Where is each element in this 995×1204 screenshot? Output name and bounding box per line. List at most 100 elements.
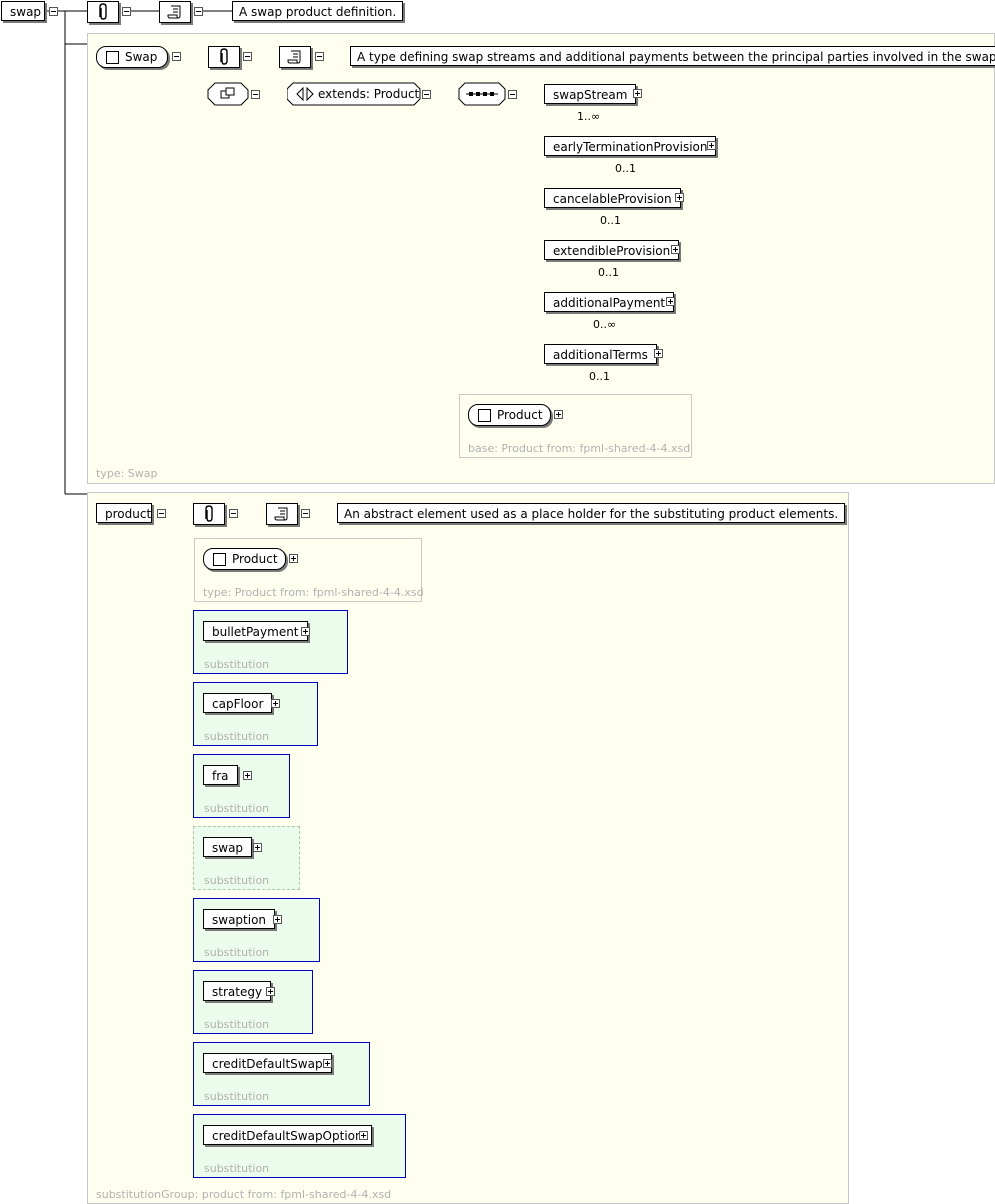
- substitution-element[interactable]: creditDefaultSwapOption: [203, 1125, 372, 1145]
- product-type[interactable]: Product: [203, 548, 286, 570]
- cardinality: 0..1: [598, 266, 619, 279]
- cardinality: 1..∞: [577, 110, 601, 123]
- root-element-swap[interactable]: swap: [1, 1, 45, 21]
- element-label: swap: [212, 841, 244, 855]
- product-documentation-collapse-toggle[interactable]: [301, 509, 310, 518]
- complex-type-icon: [213, 553, 226, 566]
- sequence-compositor-icon[interactable]: [458, 82, 506, 106]
- expand-toggle[interactable]: [243, 771, 252, 780]
- paperclip-icon[interactable]: [193, 503, 225, 525]
- product-label: product: [105, 507, 152, 521]
- complex-type-icon: [106, 51, 119, 64]
- element-label: bulletPayment: [212, 625, 299, 639]
- expand-toggle[interactable]: [707, 141, 716, 150]
- swap-attachment-collapse-toggle[interactable]: [243, 52, 252, 61]
- element-extendibleProvision[interactable]: extendibleProvision: [544, 240, 680, 260]
- substitution-footer: substitution: [204, 802, 270, 815]
- complex-content-collapse-toggle[interactable]: [251, 90, 260, 99]
- extension-icon: [296, 87, 314, 101]
- sequence-collapse-toggle[interactable]: [508, 90, 517, 99]
- product-footer: substitutionGroup: product from: fpml-sh…: [96, 1188, 392, 1201]
- substitution-panel: substitution: [193, 1114, 406, 1178]
- element-label: cancelableProvision: [553, 192, 672, 206]
- root-element-label: swap: [10, 5, 42, 19]
- swap-type-footer: type: Swap: [96, 467, 158, 480]
- expand-toggle[interactable]: [266, 987, 275, 996]
- substitution-panel: substitution: [193, 1042, 370, 1106]
- substitution-panel: substitution: [193, 682, 318, 746]
- root-documentation: A swap product definition.: [232, 1, 404, 21]
- expand-toggle[interactable]: [301, 627, 310, 636]
- expand-toggle[interactable]: [633, 89, 642, 98]
- substitution-footer: substitution: [204, 1162, 270, 1175]
- root-collapse-toggle[interactable]: [49, 7, 58, 16]
- paperclip-icon[interactable]: [87, 1, 119, 23]
- element-label: capFloor: [212, 697, 264, 711]
- substitution-element[interactable]: swaption: [203, 909, 276, 929]
- expand-toggle[interactable]: [554, 410, 563, 419]
- element-label: swaption: [212, 913, 267, 927]
- substitution-footer: substitution: [204, 874, 270, 887]
- substitution-panel: substitution: [193, 610, 348, 674]
- element-swapStream[interactable]: swapStream: [544, 84, 637, 104]
- cardinality: 0..∞: [593, 318, 617, 331]
- substitution-footer: substitution: [204, 946, 270, 959]
- base-product-footer: base: Product from: fpml-shared-4-4.xsd: [468, 442, 691, 455]
- expand-toggle[interactable]: [666, 297, 675, 306]
- product-documentation-text: An abstract element used as a place hold…: [344, 507, 839, 521]
- scroll-icon[interactable]: [279, 46, 311, 68]
- base-product-label: Product: [497, 408, 543, 422]
- substitution-element[interactable]: creditDefaultSwap: [203, 1053, 332, 1073]
- expand-toggle[interactable]: [675, 193, 684, 202]
- element-additionalPayment[interactable]: additionalPayment: [544, 292, 675, 312]
- base-product-type[interactable]: Product: [468, 404, 551, 426]
- cardinality: 0..1: [589, 370, 610, 383]
- swap-type-documentation: A type defining swap streams and additio…: [350, 46, 995, 66]
- substitution-panel: substitution: [193, 898, 320, 962]
- expand-toggle[interactable]: [271, 699, 280, 708]
- product-type-footer: type: Product from: fpml-shared-4-4.xsd: [203, 586, 424, 599]
- substitution-element[interactable]: strategy: [203, 981, 272, 1001]
- complex-content-icon[interactable]: [207, 82, 249, 106]
- cardinality: 0..1: [615, 162, 636, 175]
- expand-toggle[interactable]: [323, 1059, 332, 1068]
- substitution-footer: substitution: [204, 658, 270, 671]
- attachment-collapse-toggle[interactable]: [122, 7, 131, 16]
- product-collapse-toggle[interactable]: [157, 509, 166, 518]
- substitution-panel: substitution: [193, 754, 290, 818]
- element-cancelableProvision[interactable]: cancelableProvision: [544, 188, 681, 208]
- substitution-element[interactable]: bulletPayment: [203, 621, 308, 641]
- paperclip-icon[interactable]: [208, 46, 240, 68]
- swap-type-collapse-toggle[interactable]: [172, 52, 181, 61]
- element-additionalTerms[interactable]: additionalTerms: [544, 344, 657, 364]
- element-label: additionalPayment: [553, 296, 666, 310]
- product-attachment-collapse-toggle[interactable]: [229, 509, 238, 518]
- element-label: earlyTerminationProvision: [553, 140, 708, 154]
- substitution-footer: substitution: [204, 730, 270, 743]
- swap-documentation-collapse-toggle[interactable]: [315, 52, 324, 61]
- extension-label: extends: Product: [318, 87, 420, 101]
- swap-type-documentation-text: A type defining swap streams and additio…: [357, 50, 995, 64]
- expand-toggle[interactable]: [289, 554, 298, 563]
- substitution-element[interactable]: fra: [203, 765, 238, 785]
- element-label: swapStream: [553, 88, 628, 102]
- expand-toggle[interactable]: [654, 349, 663, 358]
- element-label: creditDefaultSwapOption: [212, 1129, 363, 1143]
- extension-collapse-toggle[interactable]: [422, 90, 431, 99]
- expand-toggle[interactable]: [671, 245, 680, 254]
- product-documentation: An abstract element used as a place hold…: [337, 503, 846, 523]
- substitution-element[interactable]: capFloor: [203, 693, 273, 713]
- substitution-element[interactable]: swap: [203, 837, 253, 857]
- scroll-icon[interactable]: [159, 1, 191, 23]
- extension-box[interactable]: [287, 82, 421, 106]
- substitution-panel: substitution: [193, 826, 300, 890]
- documentation-collapse-toggle[interactable]: [194, 7, 203, 16]
- element-label: extendibleProvision: [553, 244, 671, 258]
- swap-complex-type[interactable]: Swap: [96, 46, 168, 68]
- element-product[interactable]: product: [96, 503, 152, 523]
- element-earlyTerminationProvision[interactable]: earlyTerminationProvision: [544, 136, 717, 156]
- expand-toggle[interactable]: [253, 843, 262, 852]
- expand-toggle[interactable]: [273, 915, 282, 924]
- expand-toggle[interactable]: [359, 1131, 368, 1140]
- scroll-icon[interactable]: [266, 503, 298, 525]
